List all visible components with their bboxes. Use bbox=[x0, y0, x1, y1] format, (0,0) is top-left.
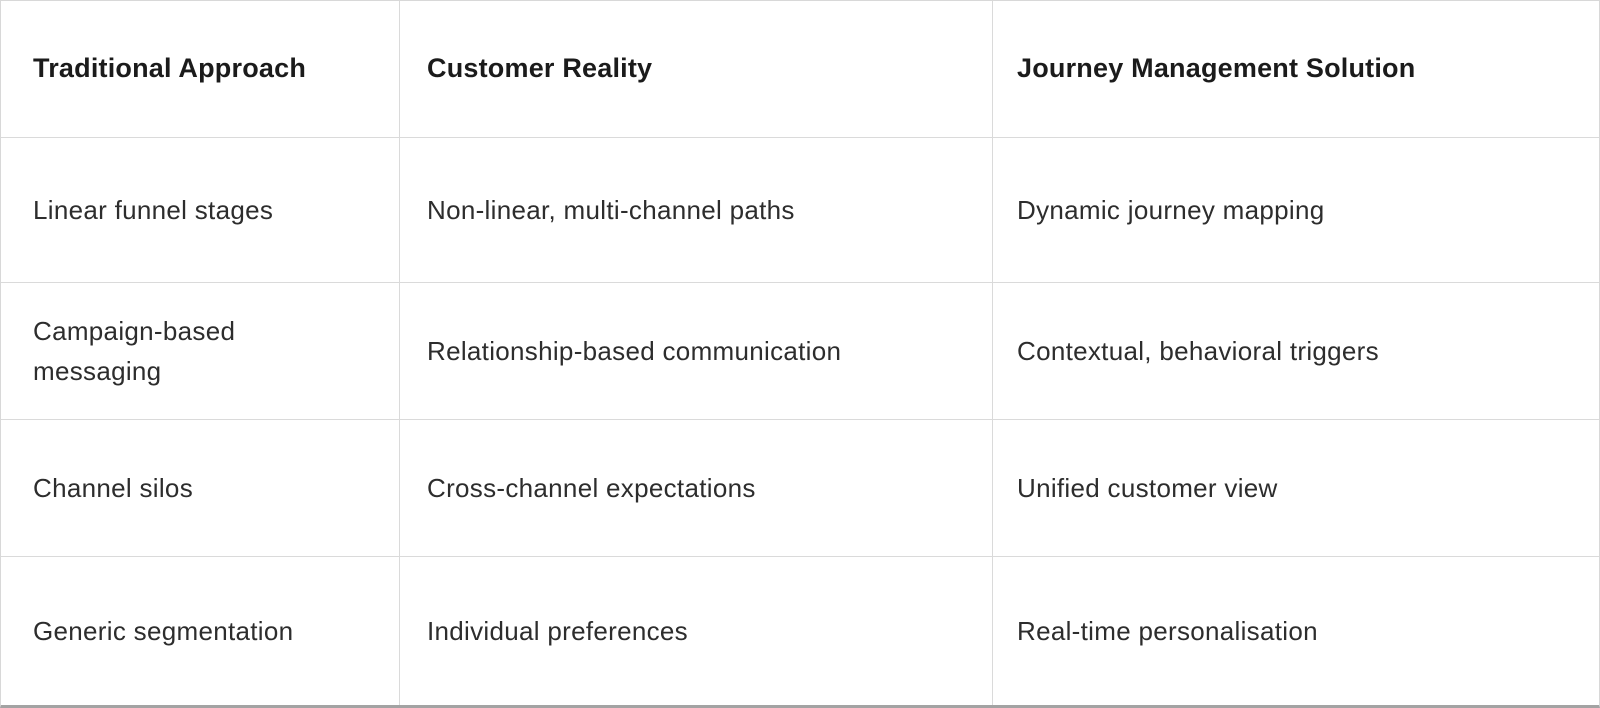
cell-text: Contextual, behavioral triggers bbox=[1017, 335, 1379, 366]
header-cell-journey-management-solution: Journey Management Solution bbox=[993, 1, 1599, 138]
table-cell: Individual preferences bbox=[400, 557, 993, 705]
table-cell: Campaign-based messaging bbox=[1, 283, 400, 420]
table-cell: Channel silos bbox=[1, 420, 400, 557]
table-cell: Real-time personalisation bbox=[993, 557, 1599, 705]
cell-text: Cross-channel expectations bbox=[427, 472, 756, 503]
cell-text: Unified customer view bbox=[1017, 472, 1278, 503]
table-cell: Relationship-based communication bbox=[400, 283, 993, 420]
table-cell: Generic segmentation bbox=[1, 557, 400, 705]
cell-text: Real-time personalisation bbox=[1017, 615, 1318, 646]
table-cell: Contextual, behavioral triggers bbox=[993, 283, 1599, 420]
header-cell-traditional-approach: Traditional Approach bbox=[1, 1, 400, 138]
table-cell: Cross-channel expectations bbox=[400, 420, 993, 557]
cell-text: Channel silos bbox=[33, 472, 193, 503]
cell-text: Dynamic journey mapping bbox=[1017, 194, 1325, 225]
table-cell: Linear funnel stages bbox=[1, 138, 400, 283]
header-label: Customer Reality bbox=[427, 53, 653, 84]
cell-text: Campaign-based messaging bbox=[33, 315, 236, 386]
cell-text: Generic segmentation bbox=[33, 615, 294, 646]
table-cell: Dynamic journey mapping bbox=[993, 138, 1599, 283]
header-label: Traditional Approach bbox=[33, 53, 307, 84]
table-cell: Unified customer view bbox=[993, 420, 1599, 557]
cell-text: Individual preferences bbox=[427, 615, 688, 646]
table-cell: Non-linear, multi-channel paths bbox=[400, 138, 993, 283]
cell-text: Non-linear, multi-channel paths bbox=[427, 194, 795, 225]
header-label: Journey Management Solution bbox=[1017, 53, 1416, 84]
cell-text: Linear funnel stages bbox=[33, 194, 274, 225]
cell-text: Relationship-based communication bbox=[427, 335, 842, 366]
header-cell-customer-reality: Customer Reality bbox=[400, 1, 993, 138]
